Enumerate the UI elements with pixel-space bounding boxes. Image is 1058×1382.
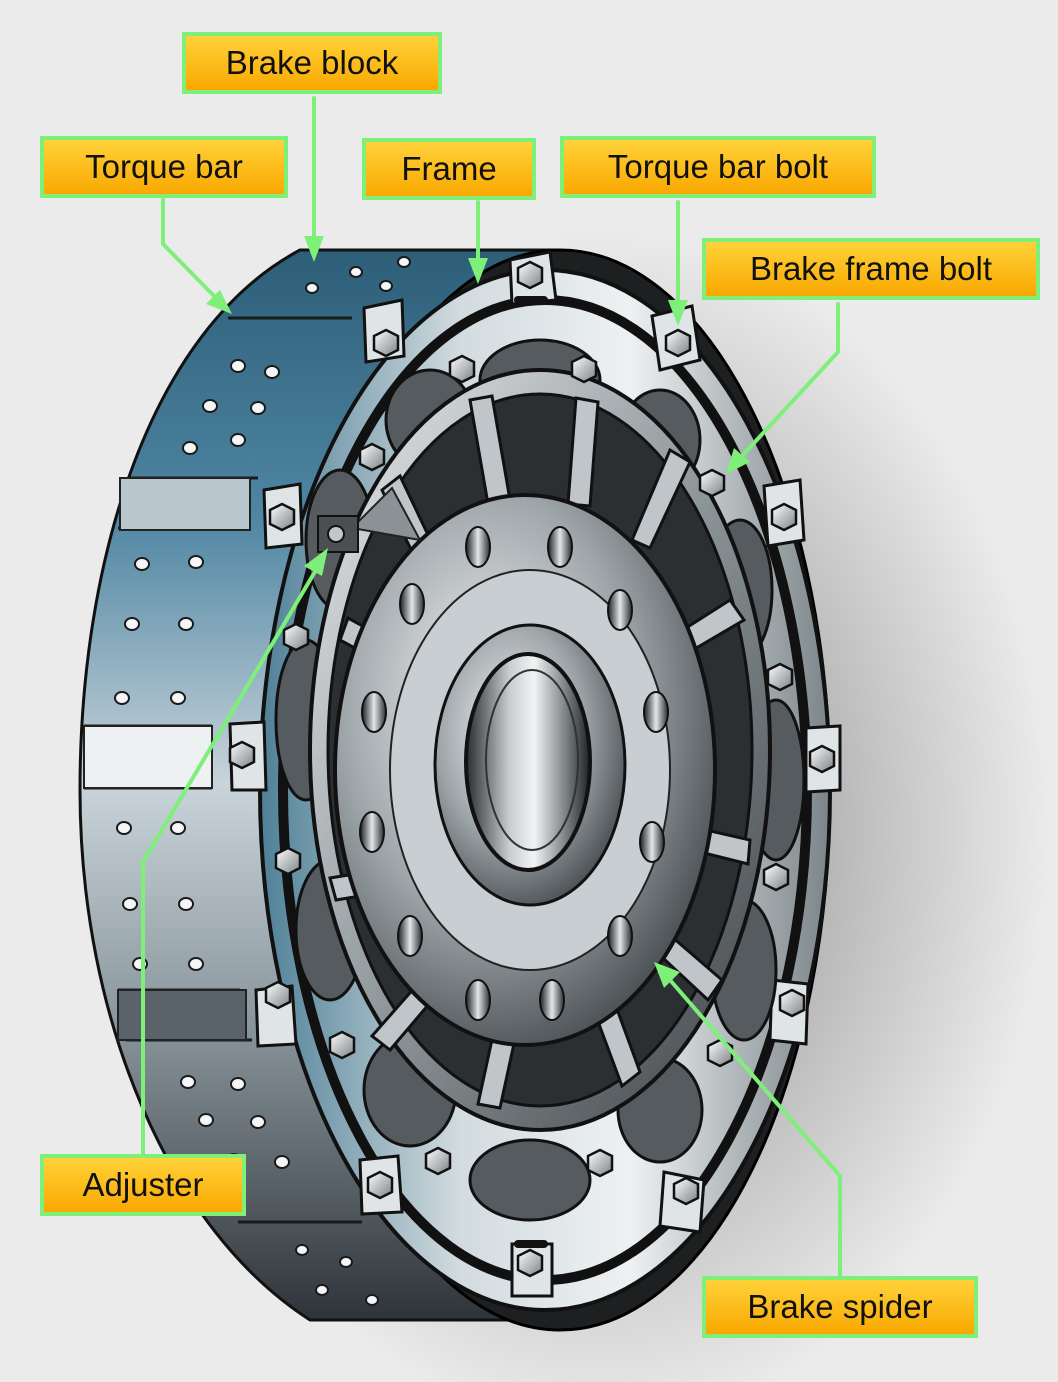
brake-frame-bolts: [228, 260, 836, 1278]
callout-torque-bar-bolt-text: Torque bar bolt: [607, 148, 829, 185]
callout-brake-frame-bolt: Brake frame bolt: [702, 238, 1040, 300]
axle-bore-inner: [485, 669, 579, 851]
callout-brake-spider: Brake spider: [702, 1276, 978, 1338]
leader-lines: [141, 96, 842, 1278]
callout-adjuster: Adjuster: [40, 1154, 246, 1216]
axle-bore: [464, 652, 592, 872]
torque-bar-plate: [117, 989, 247, 1041]
leader-brake-spider-arrow: [654, 962, 680, 988]
torque-bar-plate: [119, 477, 251, 531]
leader-brake-block-arrow: [304, 236, 324, 262]
adjuster-part: [317, 486, 422, 553]
torque-bar-slots: [514, 296, 548, 1248]
leader-adjuster-arrow: [304, 548, 328, 576]
leader-adjuster: [141, 568, 318, 1156]
callout-brake-spider-text: Brake spider: [747, 1288, 933, 1325]
callout-torque-bar: Torque bar: [40, 136, 288, 198]
callout-torque-bar-text: Torque bar: [85, 148, 243, 185]
callout-brake-frame-bolt-text: Brake frame bolt: [749, 250, 993, 287]
leader-brake-frame-bolt-arrow: [726, 448, 750, 474]
callout-frame-text: Frame: [401, 150, 497, 187]
leader-torque-bar: [161, 198, 220, 302]
leader-torque-bar-arrow: [206, 290, 232, 314]
leader-brake-frame-bolt: [740, 302, 840, 458]
callout-adjuster-text: Adjuster: [82, 1166, 204, 1203]
leader-brake-spider: [668, 978, 842, 1278]
leader-torque-bar-bolt-arrow: [668, 300, 688, 326]
callout-brake-block: Brake block: [182, 32, 442, 94]
leader-frame-arrow: [468, 258, 488, 284]
callout-brake-block-text: Brake block: [225, 44, 399, 81]
callout-frame: Frame: [362, 138, 536, 200]
flange-holes: [359, 526, 669, 1021]
callout-torque-bar-bolt: Torque bar bolt: [560, 136, 876, 198]
